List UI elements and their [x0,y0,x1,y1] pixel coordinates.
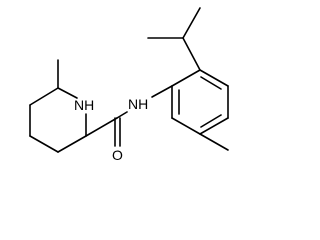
ring-nh-label: NH [74,97,94,113]
bond-isopropyl-methyl-2 [182,7,201,39]
structure-canvas: NH NH O [29,7,229,163]
bond-ar-inner-1 [200,76,222,90]
bond-ar-isopropyl [182,37,201,71]
bond-ar-1-2 [171,69,201,87]
bond-ring-c4-c3 [29,135,59,153]
bond-ar-2-3 [199,69,229,87]
bond-ar-5-6 [171,117,201,135]
bond-carbonyl-amide-n [116,111,128,119]
structure-diagram: NH NH O [29,7,229,163]
bond-c2-carbonyl [85,117,118,137]
piperidine-ring [29,87,87,153]
bond-amide-n-aryl [151,85,173,98]
bond-ring-c6-c5 [29,87,59,106]
benzene-ring [171,69,229,135]
carbonyl-o-label: O [112,147,123,163]
amide-nh-label: NH [128,96,148,112]
bond-ring-n-c6 [57,87,78,99]
bond-ar-inner-2 [200,114,222,128]
bond-ar-4-5 [199,117,229,135]
amide-group [85,85,173,147]
bond-ring-c3-c2 [57,135,87,153]
bond-ar-methyl [199,133,229,151]
isopropyl-group [147,7,201,71]
